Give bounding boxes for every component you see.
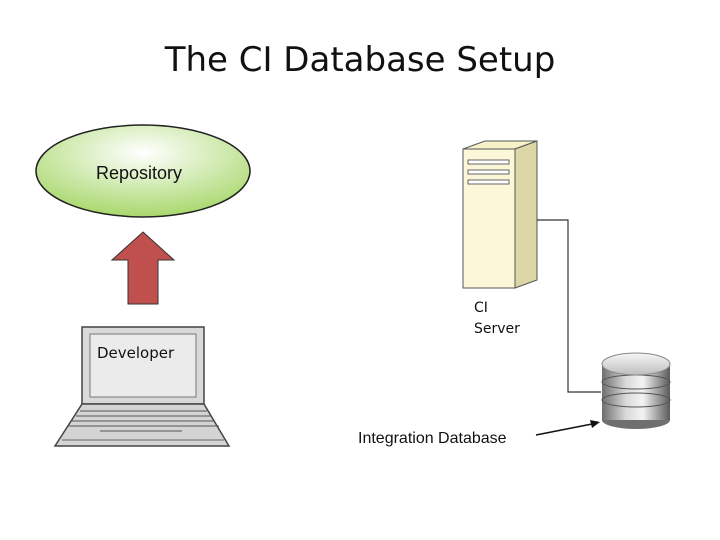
ci-server-label-line2: Server xyxy=(474,321,520,337)
label-pointer-line xyxy=(535,423,593,436)
page-title: The CI Database Setup xyxy=(164,40,556,80)
ci-server-label: CI Server xyxy=(474,298,544,340)
commit-arrow xyxy=(110,231,176,305)
database-icon xyxy=(601,352,671,429)
developer-label: Developer xyxy=(97,344,175,362)
server-to-database-connector xyxy=(537,219,601,393)
integration-database-label: Integration Database xyxy=(358,430,507,447)
repository-node xyxy=(35,124,251,218)
ci-server-icon xyxy=(462,140,538,289)
repository-label: Repository xyxy=(96,163,183,183)
developer-laptop-icon xyxy=(53,326,231,447)
label-pointer-arrowhead xyxy=(590,420,600,428)
ci-server-label-line1: CI xyxy=(474,300,488,316)
